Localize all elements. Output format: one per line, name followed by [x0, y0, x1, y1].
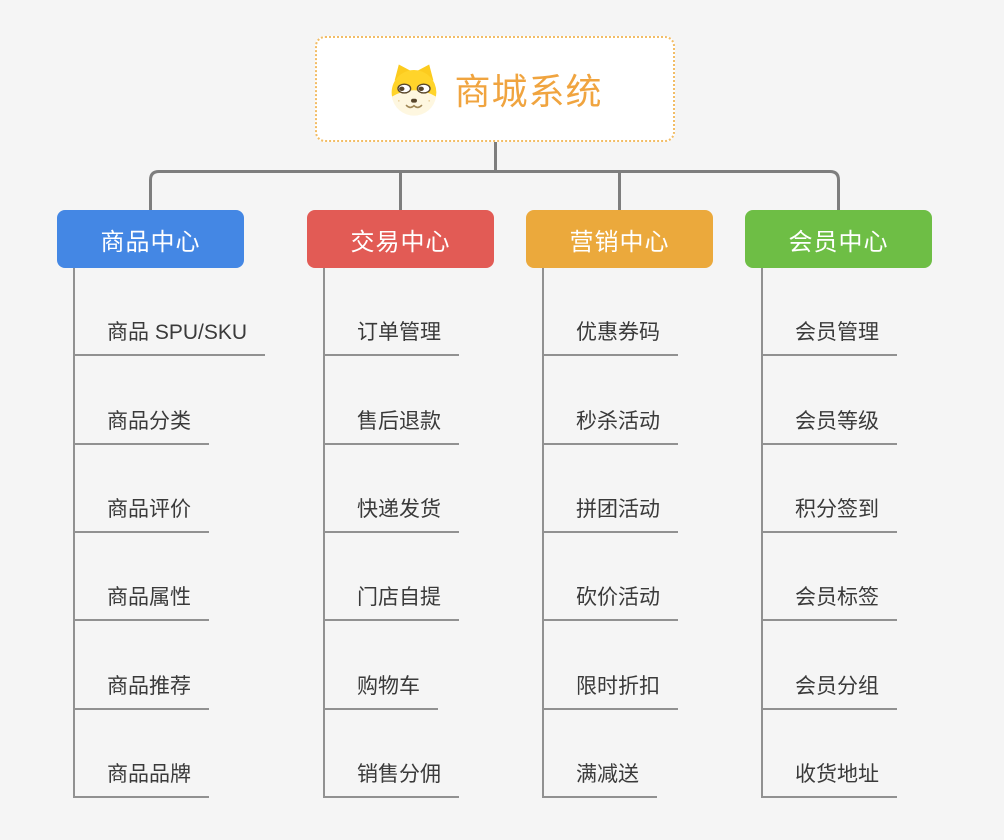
branch-2: 营销中心 优惠券码 秒杀活动 拼团活动 砍价活动 限时折扣 满减送 [526, 210, 776, 798]
branch-1: 交易中心 订单管理 售后退款 快递发货 门店自提 购物车 销售分佣 [307, 210, 557, 798]
child-node-3-4[interactable]: 会员分组 [763, 621, 995, 710]
child-node-3-3[interactable]: 会员标签 [763, 533, 995, 622]
child-node-2-0[interactable]: 优惠券码 [544, 268, 776, 357]
child-node-0-2[interactable]: 商品评价 [75, 445, 307, 533]
child-node-1-2[interactable]: 快递发货 [325, 445, 557, 533]
child-label: 商品 SPU/SKU [75, 316, 266, 357]
child-label: 订单管理 [325, 316, 459, 357]
child-node-0-4[interactable]: 商品推荐 [75, 621, 307, 710]
branch-node-2[interactable]: 营销中心 [526, 210, 713, 268]
child-node-3-1[interactable]: 会员等级 [763, 356, 995, 445]
child-node-1-5[interactable]: 销售分佣 [325, 710, 557, 798]
child-label: 优惠券码 [544, 316, 678, 357]
child-label: 拼团活动 [544, 493, 678, 533]
child-label: 购物车 [325, 670, 438, 710]
child-label: 快递发货 [325, 493, 459, 533]
child-label: 商品品牌 [75, 758, 209, 798]
branch-rail-line [149, 170, 840, 210]
child-label: 商品属性 [75, 581, 209, 622]
child-label: 门店自提 [325, 581, 459, 622]
child-label: 商品评价 [75, 493, 209, 533]
root-title: 商城系统 [454, 71, 603, 112]
child-label: 商品分类 [75, 405, 209, 445]
branch-node-3[interactable]: 会员中心 [745, 210, 932, 268]
child-label: 会员分组 [763, 670, 897, 710]
child-label: 会员等级 [763, 405, 897, 445]
child-label: 满减送 [544, 758, 657, 798]
branch-label: 商品中心 [100, 228, 201, 256]
child-label: 售后退款 [325, 405, 459, 445]
child-label: 砍价活动 [544, 581, 678, 622]
child-node-2-3[interactable]: 砍价活动 [544, 533, 776, 622]
child-label: 会员标签 [763, 581, 897, 622]
branch-3: 会员中心 会员管理 会员等级 积分签到 会员标签 会员分组 收货地址 [745, 210, 995, 798]
child-label: 销售分佣 [325, 758, 459, 798]
doge-icon [387, 62, 441, 116]
child-node-2-5[interactable]: 满减送 [544, 710, 776, 798]
branch-label: 交易中心 [350, 228, 451, 256]
child-node-0-1[interactable]: 商品分类 [75, 356, 307, 445]
branch-node-1[interactable]: 交易中心 [307, 210, 494, 268]
branch-children: 商品 SPU/SKU 商品分类 商品评价 商品属性 商品推荐 商品品牌 [73, 268, 307, 798]
child-node-1-0[interactable]: 订单管理 [325, 268, 557, 357]
child-node-1-3[interactable]: 门店自提 [325, 533, 557, 622]
child-node-1-1[interactable]: 售后退款 [325, 356, 557, 445]
child-node-2-4[interactable]: 限时折扣 [544, 621, 776, 710]
branch-children: 订单管理 售后退款 快递发货 门店自提 购物车 销售分佣 [323, 268, 557, 798]
child-node-3-2[interactable]: 积分签到 [763, 445, 995, 533]
child-node-3-0[interactable]: 会员管理 [763, 268, 995, 357]
child-label: 秒杀活动 [544, 405, 678, 445]
root-node[interactable]: 商城系统 [315, 36, 675, 142]
child-node-0-3[interactable]: 商品属性 [75, 533, 307, 622]
branch-children: 优惠券码 秒杀活动 拼团活动 砍价活动 限时折扣 满减送 [542, 268, 776, 798]
child-node-0-5[interactable]: 商品品牌 [75, 710, 307, 798]
child-node-2-1[interactable]: 秒杀活动 [544, 356, 776, 445]
branch-label: 会员中心 [788, 228, 889, 256]
child-node-2-2[interactable]: 拼团活动 [544, 445, 776, 533]
child-node-0-0[interactable]: 商品 SPU/SKU [75, 268, 307, 357]
branch-label: 营销中心 [569, 228, 670, 256]
branch-0: 商品中心 商品 SPU/SKU 商品分类 商品评价 商品属性 商品推荐 商品品牌 [57, 210, 307, 798]
branch-children: 会员管理 会员等级 积分签到 会员标签 会员分组 收货地址 [761, 268, 995, 798]
child-label: 限时折扣 [544, 670, 678, 710]
branch-node-0[interactable]: 商品中心 [57, 210, 244, 268]
child-label: 积分签到 [763, 493, 897, 533]
child-label: 收货地址 [763, 758, 897, 798]
child-node-3-5[interactable]: 收货地址 [763, 710, 995, 798]
child-label: 商品推荐 [75, 670, 209, 710]
child-label: 会员管理 [763, 316, 897, 357]
child-node-1-4[interactable]: 购物车 [325, 621, 557, 710]
